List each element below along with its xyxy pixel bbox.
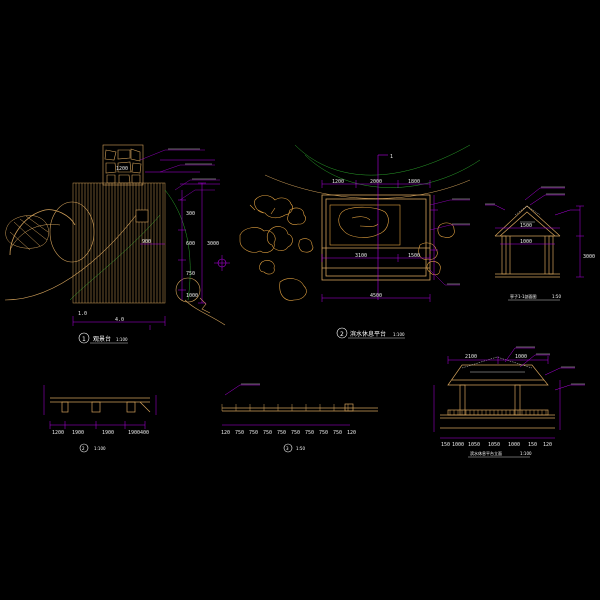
panel2-number: 2 (340, 331, 344, 338)
panel6-scale: 1:100 (520, 451, 532, 456)
rock-island (329, 204, 401, 246)
panel2-title: 滨水休息平台 (350, 330, 386, 338)
deck-boards (72, 182, 166, 304)
p5-dim-top: 1500 (520, 223, 532, 229)
p4-dim-label: 750 (333, 430, 342, 436)
dim-inner: 900 (142, 239, 151, 245)
dim-right-d: 1000 (186, 293, 198, 299)
panel3-scale: 1:100 (94, 446, 106, 451)
p5-dim-base: 1000 (520, 239, 532, 245)
dim-right-c: 750 (186, 271, 195, 277)
p6-dim-label: 1000 (452, 442, 464, 448)
p3-dim-label: 400 (140, 430, 149, 436)
p4-dim-label: 750 (305, 430, 314, 436)
p4-dim-label: 750 (319, 430, 328, 436)
p2-dim-top-a: 1200 (332, 179, 344, 185)
panel1-number: 1 (82, 336, 86, 343)
platform-outline (321, 194, 431, 281)
section-mark: 1 (390, 154, 393, 160)
p4-dim-label: 750 (291, 430, 300, 436)
p6-dim-label: 1050 (468, 442, 480, 448)
p2-dim-mid-a: 3100 (355, 253, 367, 259)
rocks-left (239, 195, 455, 301)
p6-dim-label: 1000 (508, 442, 520, 448)
p3-dim-label: 1900 (72, 430, 84, 436)
p4-dim-label: 750 (249, 430, 258, 436)
panel5-title: 亭子1-1剖面图 (510, 293, 537, 299)
p6-dim-top-a: 2100 (465, 354, 477, 360)
p6-dim-top-b: 1000 (515, 354, 527, 360)
stone-path (102, 144, 144, 186)
p6-dim-label: 1050 (488, 442, 500, 448)
panel4-number: 3 (286, 446, 289, 451)
p4-dim-label: 120 (221, 430, 230, 436)
shoreline (9, 209, 76, 256)
panel2-scale: 1:100 (393, 332, 405, 337)
panel-2-platform-plan: 1 1200 2000 1800 3100 1500 4500 (239, 144, 481, 339)
dim-right-a: 300 (186, 211, 195, 217)
tree-pit (175, 277, 201, 303)
panel3-number: 2 (82, 446, 85, 451)
dim-bottom-left: 1.0 (78, 311, 87, 317)
panel4-scale: 1:50 (296, 446, 305, 451)
dim-top: 1200 (116, 166, 128, 172)
panel-5-pavilion-section: 1500 1000 3000 亭子1-1剖面图 1:50 (485, 186, 595, 301)
p4-dim-label: 750 (263, 430, 272, 436)
panel-1-deck-plan: 4.0 1.0 3000 300 600 750 1000 900 1200 1… (4, 144, 230, 344)
boulder-left (5, 215, 49, 251)
p6-dim-label: 150 (528, 442, 537, 448)
dim-right-b: 600 (186, 241, 195, 247)
p3-dim-label: 1900 (128, 430, 140, 436)
p4-dim-label: 120 (347, 430, 356, 436)
p3-dim-label: 1900 (102, 430, 114, 436)
p4-dim-label: 750 (235, 430, 244, 436)
panel5-scale: 1:50 (552, 294, 561, 299)
panel-4-long-section: 120 750 750 750 750 750 750 750 750 120 3 1:50 (221, 383, 378, 453)
p2-dim-top-c: 1800 (408, 179, 420, 185)
panel1-title: 观景台 (93, 335, 111, 343)
p2-dim-top-b: 2000 (370, 179, 382, 185)
p2-dim-mid-b: 1500 (408, 253, 420, 259)
post-square (135, 209, 149, 223)
p6-dim-label: 150 (441, 442, 450, 448)
p4-dim-label: 750 (277, 430, 286, 436)
p3-dim-label: 1200 (52, 430, 64, 436)
panel6-title: 滨水休息平台立面 (470, 450, 502, 456)
panel1-scale: 1:100 (116, 337, 128, 342)
p6-dim-label: 120 (543, 442, 552, 448)
p5-dim-height: 3000 (583, 254, 595, 260)
dim-bottom-total: 4.0 (115, 317, 124, 323)
p2-dim-bottom: 4500 (370, 293, 382, 299)
dim-right-total: 3000 (207, 241, 219, 247)
